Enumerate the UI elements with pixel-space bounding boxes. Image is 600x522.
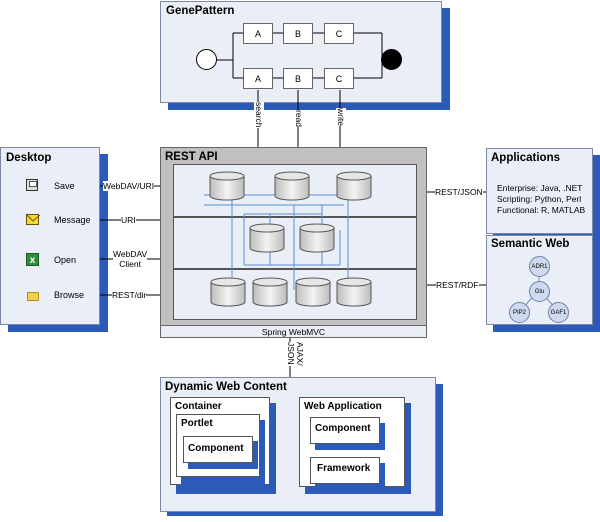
framework-title: Framework bbox=[317, 463, 371, 474]
search-connector-label: search bbox=[254, 102, 264, 128]
task-b-top: B bbox=[283, 23, 313, 44]
ajax-line2: JSON bbox=[286, 342, 296, 365]
write-connector-label: write bbox=[336, 108, 346, 126]
save-icon bbox=[26, 179, 38, 191]
component-left-title: Component bbox=[188, 443, 244, 454]
task-c-bottom: C bbox=[324, 68, 354, 89]
semantic-node-adr1: ADR1 bbox=[529, 256, 550, 277]
component-right-box: Component bbox=[310, 417, 380, 444]
semantic-node-gaf1: GAF1 bbox=[548, 302, 569, 323]
portlet-title: Portlet bbox=[181, 418, 213, 429]
semantic-node-adr1-label: ADR1 bbox=[531, 263, 548, 270]
uri-link-label: URI bbox=[121, 215, 136, 225]
task-c-top: C bbox=[324, 23, 354, 44]
desktop-panel: Desktop bbox=[0, 147, 100, 325]
dynamic-web-title: Dynamic Web Content bbox=[165, 381, 287, 393]
applications-line-enterprise: Enterprise: Java, .NET bbox=[497, 183, 583, 193]
ajax-line1: AJAX/ bbox=[295, 342, 305, 366]
read-connector-label: read bbox=[294, 110, 304, 128]
container-title: Container bbox=[175, 401, 222, 412]
desktop-title: Desktop bbox=[6, 152, 52, 164]
genepattern-title: GenePattern bbox=[166, 5, 235, 17]
browse-label: Browse bbox=[54, 290, 85, 300]
component-left-box: Component bbox=[183, 436, 253, 463]
applications-line-functional: Functional: R, MATLAB bbox=[497, 205, 586, 215]
rest-dir-link-label: REST/dir bbox=[112, 290, 147, 300]
ajax-json-link-label: AJAX/ JSON bbox=[286, 342, 305, 366]
message-icon bbox=[26, 214, 40, 225]
semantic-node-pip2: PIP2 bbox=[509, 302, 530, 323]
webdav-client-line1: WebDAV bbox=[113, 249, 148, 259]
end-node bbox=[381, 49, 402, 70]
applications-title: Applications bbox=[491, 152, 561, 164]
component-right-title: Component bbox=[315, 423, 371, 434]
web-application-title: Web Application bbox=[304, 401, 382, 412]
rest-api-title: REST API bbox=[165, 151, 218, 163]
semantic-node-pip2-label: PIP2 bbox=[512, 309, 526, 316]
rest-api-data-layer bbox=[173, 269, 417, 320]
applications-line-scripting: Scripting: Python, Perl bbox=[497, 194, 582, 204]
semantic-web-title: Semantic Web bbox=[491, 238, 570, 250]
webdav-client-link-label: WebDAV Client bbox=[113, 249, 148, 269]
message-label: Message bbox=[54, 215, 91, 225]
spring-webmvc-label: Spring WebMVC bbox=[261, 327, 326, 337]
rest-api-service-layer bbox=[173, 217, 417, 269]
semantic-node-glu-label: Glu bbox=[534, 288, 545, 295]
applications-panel: Applications Enterprise: Java, .NET Scri… bbox=[486, 148, 593, 234]
webdav-uri-link-label: WebDAV/URI bbox=[103, 181, 155, 191]
save-label: Save bbox=[54, 181, 75, 191]
semantic-node-glu: Glu bbox=[529, 281, 550, 302]
open-label: Open bbox=[54, 255, 77, 265]
semantic-node-gaf1-label: GAF1 bbox=[550, 309, 567, 316]
framework-box: Framework bbox=[310, 457, 380, 484]
rest-json-link-label: REST/JSON bbox=[435, 187, 483, 197]
spring-webmvc-bar: Spring WebMVC bbox=[160, 325, 427, 338]
task-a-top: A bbox=[243, 23, 273, 44]
task-a-bottom: A bbox=[243, 68, 273, 89]
webdav-client-line2: Client bbox=[119, 259, 141, 269]
rest-api-resource-layer bbox=[173, 164, 417, 217]
folder-icon bbox=[27, 292, 39, 301]
rest-rdf-link-label: REST/RDF bbox=[436, 280, 479, 290]
task-b-bottom: B bbox=[283, 68, 313, 89]
excel-icon: x bbox=[26, 253, 39, 266]
start-node bbox=[196, 49, 217, 70]
semantic-web-panel: Semantic Web bbox=[486, 235, 593, 325]
